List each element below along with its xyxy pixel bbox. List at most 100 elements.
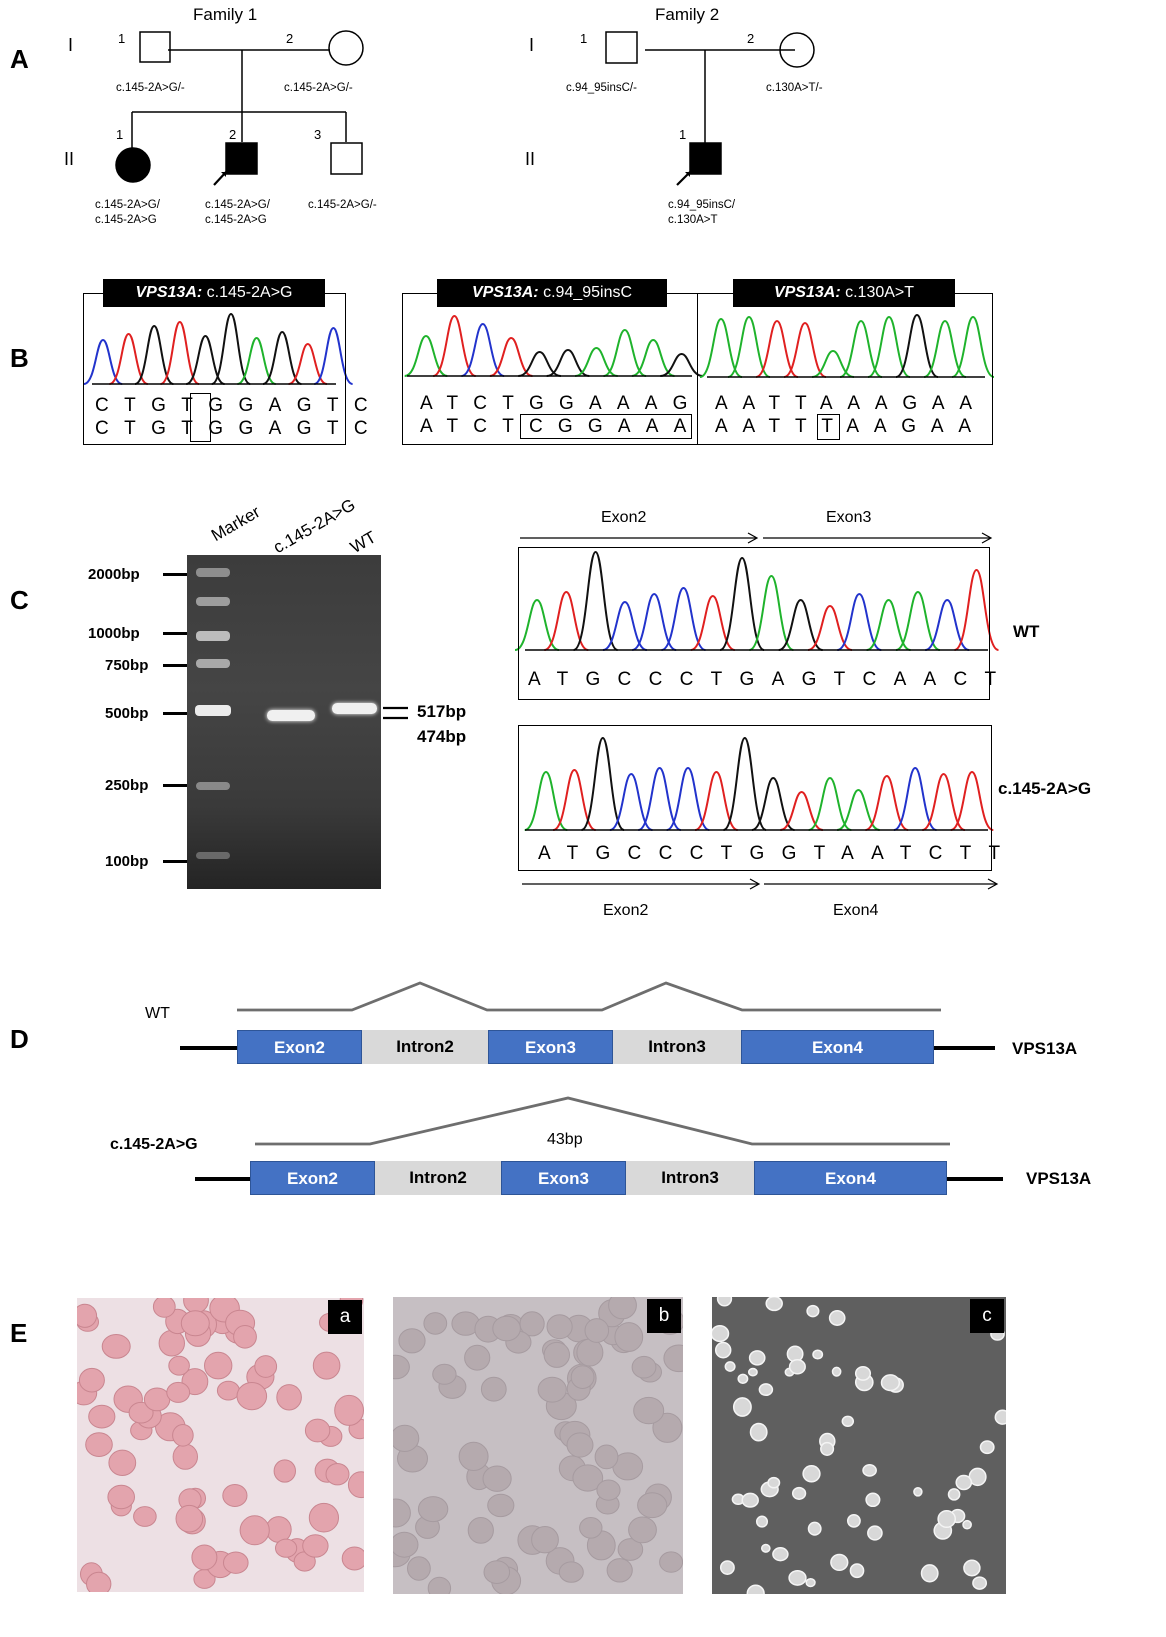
trace-peak <box>808 776 852 831</box>
variant-label: c.145-2A>G/- <box>284 82 353 94</box>
variant-label: c.145-2A>G <box>205 214 267 226</box>
proband-arrow-icon <box>685 172 690 177</box>
individual-number: 1 <box>580 31 588 46</box>
trace-peak <box>836 788 881 831</box>
blood-cell <box>175 1504 204 1533</box>
blood-cell <box>758 1383 774 1397</box>
generation-label: II <box>64 149 75 169</box>
blood-cell <box>617 1538 644 1561</box>
blood-cell <box>467 1517 494 1544</box>
band-markers <box>383 706 408 720</box>
blood-cell <box>204 1351 233 1380</box>
blood-cell <box>846 1514 861 1528</box>
exon-label: Exon2 <box>601 509 647 526</box>
blood-cell <box>191 1544 218 1571</box>
gene-label: VPS13A <box>1012 1039 1078 1058</box>
blood-cell <box>714 1341 732 1359</box>
trace-peak <box>690 594 736 651</box>
blood-cell <box>596 1479 621 1501</box>
splicing-path-mutant <box>255 1096 950 1146</box>
ladder-band <box>196 568 230 577</box>
trace-peak <box>836 592 882 651</box>
chromatogram-mutant <box>524 736 994 831</box>
variant-sequence: AATTTAAGAA <box>715 416 986 437</box>
blood-cell <box>308 1502 339 1533</box>
blood-cell <box>755 1515 769 1528</box>
construct-label-wt: WT <box>145 1005 170 1022</box>
trace-peak <box>489 336 533 377</box>
blood-cell <box>854 1365 872 1381</box>
trace-peak <box>783 321 827 378</box>
blood-cell <box>407 1556 431 1581</box>
trace-peak <box>895 313 939 378</box>
chromatogram-c145 <box>83 312 354 385</box>
blood-cell <box>152 1298 176 1318</box>
pedigree-female-unaffected <box>328 30 364 66</box>
blood-cell <box>663 1344 683 1373</box>
blood-cell <box>880 1374 901 1392</box>
blood-cell <box>760 1543 771 1553</box>
blood-cell <box>275 1538 298 1558</box>
splicing-path-wt <box>237 981 941 1012</box>
blood-cell <box>579 1517 603 1539</box>
trace-peak <box>631 338 675 377</box>
gene-name: VPS13A: <box>773 284 841 301</box>
variant-label: c.130A>T <box>668 214 718 226</box>
blood-cell <box>828 1310 846 1326</box>
segment-exon4: Exon4 <box>741 1030 934 1064</box>
blood-cell <box>108 1449 137 1477</box>
variant-title-c130: VPS13A: c.130A>T <box>733 279 955 307</box>
trace-peak <box>580 736 625 831</box>
blood-cell <box>519 1311 545 1337</box>
blood-cell <box>614 1322 644 1352</box>
wt-sequence: ATGCCCTGAGTCAACT <box>528 669 1014 690</box>
trace-peak <box>573 550 619 651</box>
micrograph-a: a <box>77 1298 364 1592</box>
trace-peak <box>543 590 589 651</box>
variant-name: c.94_95insC <box>543 284 633 301</box>
trace-peak <box>778 598 824 651</box>
blood-cell <box>566 1432 594 1458</box>
individual-number: 3 <box>314 127 322 142</box>
blood-cell <box>546 1314 573 1340</box>
trace-peak <box>865 774 909 831</box>
blood-cell <box>913 1486 923 1497</box>
blood-cell <box>393 1531 419 1558</box>
pedigree-family-2 <box>605 31 815 186</box>
trace-peak <box>134 324 174 385</box>
trace-peak <box>108 332 149 385</box>
blood-cell <box>347 1471 364 1499</box>
trace-peak <box>237 336 277 385</box>
trace-peak <box>185 334 225 385</box>
individual-number: 1 <box>116 127 124 142</box>
blood-cell <box>480 1376 507 1402</box>
blood-cell <box>78 1367 105 1393</box>
chromatogram-c130 <box>699 313 995 378</box>
blood-cell <box>594 1444 619 1470</box>
variant-sequence: ATCTCGGAAA <box>420 416 702 437</box>
ladder-band <box>196 597 230 606</box>
blood-cell <box>223 1551 249 1574</box>
trace-peak <box>609 772 653 831</box>
trace-peak <box>694 770 739 831</box>
band-size-label: 474bp <box>417 727 467 746</box>
blood-cell <box>393 1354 410 1380</box>
blood-cell <box>772 1547 789 1562</box>
highlight-box <box>817 414 840 440</box>
blood-cell <box>584 1318 610 1343</box>
variant-label: c.130A>T/- <box>766 82 823 94</box>
red-blood-cells <box>77 1298 364 1592</box>
blood-cell <box>741 1492 759 1508</box>
blood-cell <box>576 1338 604 1367</box>
blood-cell <box>427 1576 452 1594</box>
blood-cell <box>652 1412 683 1443</box>
panel-label-b: B <box>10 343 29 373</box>
trace-peak <box>461 322 505 377</box>
trace-peak <box>602 600 648 651</box>
blood-cell <box>732 1397 752 1417</box>
family-1-title: Family 1 <box>193 5 258 24</box>
panel-label-e: E <box>10 1318 28 1348</box>
pedigree-female-unaffected <box>779 32 815 68</box>
pedigree-male-affected <box>689 142 722 175</box>
